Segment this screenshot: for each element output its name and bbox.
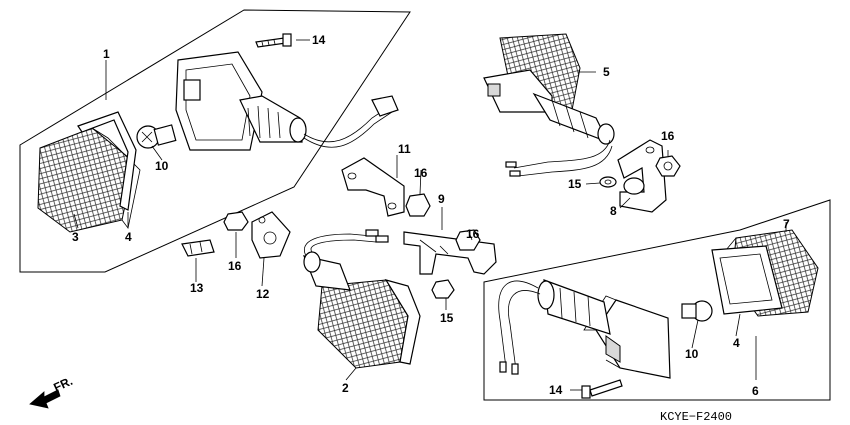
nut-16-center: [405, 193, 431, 217]
turn-signal-5: [483, 33, 615, 177]
turn-signal-2: [303, 229, 421, 369]
callout-15-mid: 15: [440, 311, 454, 325]
clip-13: [181, 239, 215, 257]
callout-4-left: 4: [125, 230, 132, 244]
lens-3: [37, 127, 141, 233]
callout-15-right: 15: [568, 177, 582, 191]
callout-9: 9: [438, 192, 445, 206]
assembly-6-frame: [483, 199, 831, 401]
nut-15-mid: [431, 279, 455, 299]
screw-14-left: [255, 33, 292, 48]
callouts: 1 14 3 4 10 5 11 16 9 16 15 16 12 13 2 1…: [72, 33, 790, 398]
assembly-1-frame: [19, 9, 411, 273]
bulb-10-right: [681, 300, 713, 322]
callout-11: 11: [398, 142, 411, 156]
gasket-4-left: [77, 111, 137, 211]
leader-lines: [73, 39, 787, 391]
front-direction-arrow: FR.: [29, 374, 75, 409]
callout-16-b: 16: [466, 227, 480, 241]
callout-16-a: 16: [414, 166, 428, 180]
callout-7: 7: [783, 217, 790, 231]
bulb-10-left: [136, 124, 177, 149]
callout-12: 12: [256, 287, 270, 301]
callout-2: 2: [342, 381, 349, 395]
gasket-4-right: [711, 245, 783, 315]
nut-16-mid: [455, 229, 481, 251]
housing-left: [175, 51, 399, 151]
callout-8: 8: [610, 204, 617, 218]
screw-14-right: [581, 379, 623, 399]
drawing-code: KCYE−F2400: [660, 410, 732, 424]
callout-14-left: 14: [312, 33, 326, 47]
callout-4-right: 4: [733, 336, 740, 350]
callout-13: 13: [190, 281, 204, 295]
callout-6: 6: [752, 384, 759, 398]
nut-16-left: [223, 211, 249, 231]
nut-16-right: [655, 155, 681, 177]
plate-12: [251, 211, 291, 259]
callout-10-right: 10: [685, 347, 699, 361]
callout-16-d: 16: [661, 129, 675, 143]
washer-15-right: [599, 176, 617, 188]
callout-5: 5: [603, 65, 610, 79]
callout-14-right: 14: [549, 383, 563, 397]
housing-right: [498, 279, 671, 379]
bracket-9: [403, 231, 497, 275]
front-direction-label: FR.: [51, 374, 74, 395]
callout-10-left: 10: [155, 159, 169, 173]
callout-1: 1: [103, 47, 110, 61]
callout-3: 3: [72, 230, 79, 244]
callout-16-c: 16: [228, 259, 242, 273]
bracket-11: [341, 157, 405, 217]
bracket-8: [617, 139, 667, 213]
